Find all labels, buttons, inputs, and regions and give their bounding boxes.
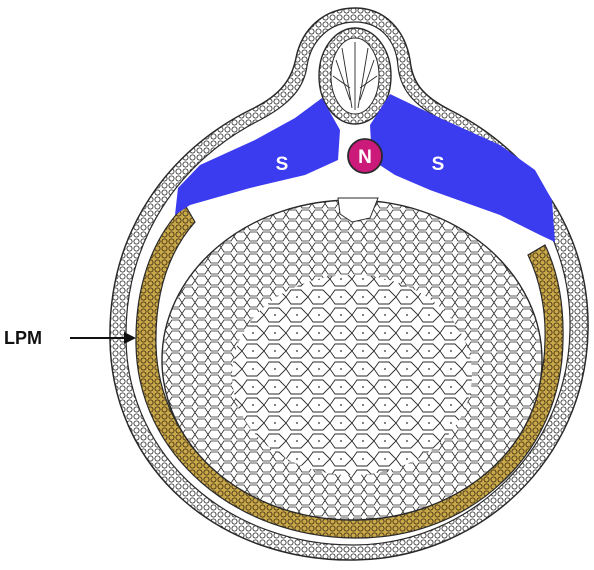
lpm-label: LPM <box>4 328 42 348</box>
yolk-mass <box>162 198 542 520</box>
somite-left-label: S <box>276 154 289 175</box>
notochord-label: N <box>358 147 372 168</box>
notochord: N <box>348 139 382 173</box>
somite-right-label: S <box>432 154 445 175</box>
